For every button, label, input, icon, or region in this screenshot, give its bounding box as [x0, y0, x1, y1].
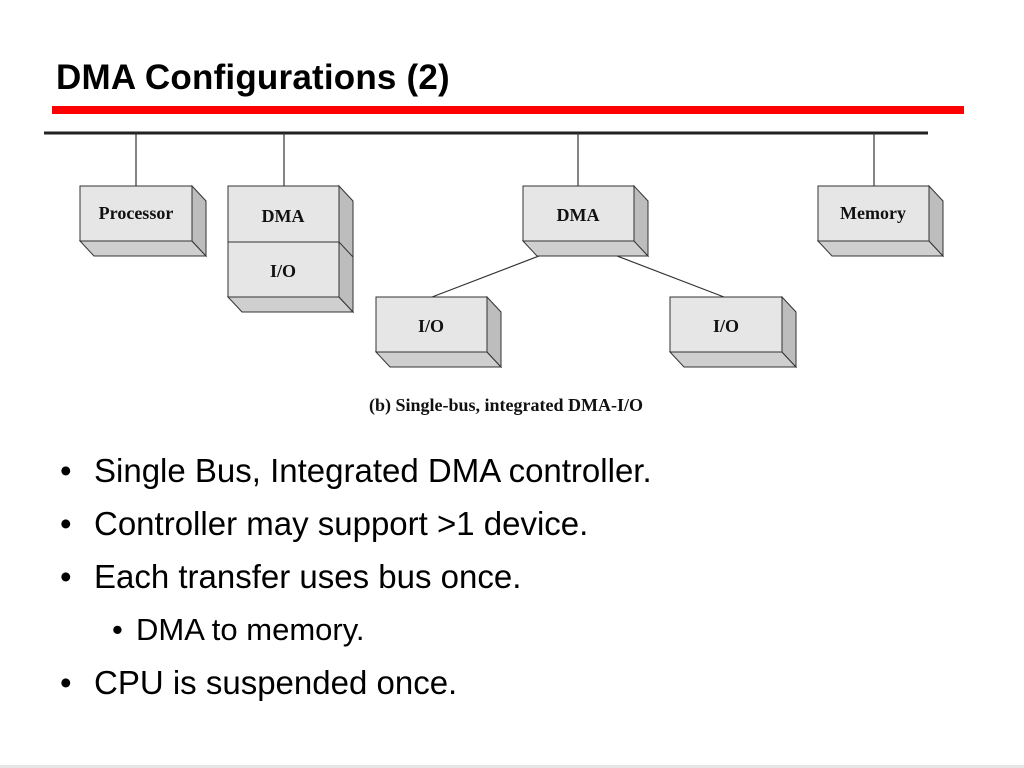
bullet-item: • Controller may support >1 device.	[60, 497, 652, 550]
bullet-marker: •	[60, 558, 72, 595]
io-bottom-left-box: I/O	[374, 295, 503, 369]
slide-title: DMA Configurations (2)	[56, 58, 450, 97]
bullet-list: •Single Bus, Integrated DMA controller. …	[60, 444, 652, 709]
bullet-text: CPU is suspended once.	[94, 664, 458, 701]
bullet-text: Controller may support >1 device.	[94, 505, 589, 542]
bullet-text: DMA to memory.	[136, 612, 365, 647]
bullet-item: • CPU is suspended once.	[60, 656, 652, 709]
io-left-label: I/O	[270, 261, 296, 281]
dma-center-label: DMA	[557, 205, 600, 225]
bullet-item: • Single Bus, Integrated DMA controller.	[60, 444, 652, 497]
title-underline	[52, 106, 964, 114]
dma-center-box: DMA	[521, 184, 650, 258]
bullet-marker: •	[60, 664, 72, 701]
bullet-item: • Each transfer uses bus once.	[60, 550, 652, 603]
dma-io-stack-box: DMA I/O	[226, 184, 355, 314]
single-bus-diagram: Processor DMA I/O DMA Memory I/O I/O	[44, 131, 945, 416]
io-bottom-right-box: I/O	[668, 295, 798, 369]
footer-divider	[0, 765, 1024, 768]
diagram-caption: (b) Single-bus, integrated DMA-I/O	[369, 395, 643, 416]
memory-label: Memory	[840, 203, 906, 223]
sub-bullet-item: • DMA to memory.	[60, 603, 652, 656]
bullet-text: Single Bus, Integrated DMA controller.	[94, 452, 652, 489]
bullet-marker: •	[112, 612, 123, 647]
memory-box: Memory	[816, 184, 945, 258]
bullet-marker: •	[60, 505, 72, 542]
dma-left-label: DMA	[262, 206, 305, 226]
bullet-text: Each transfer uses bus once.	[94, 558, 522, 595]
io-bottom-left-label: I/O	[418, 316, 444, 336]
bullet-marker: •	[60, 452, 72, 489]
processor-box: Processor	[78, 184, 208, 258]
io-bottom-right-label: I/O	[713, 316, 739, 336]
processor-label: Processor	[99, 203, 174, 223]
